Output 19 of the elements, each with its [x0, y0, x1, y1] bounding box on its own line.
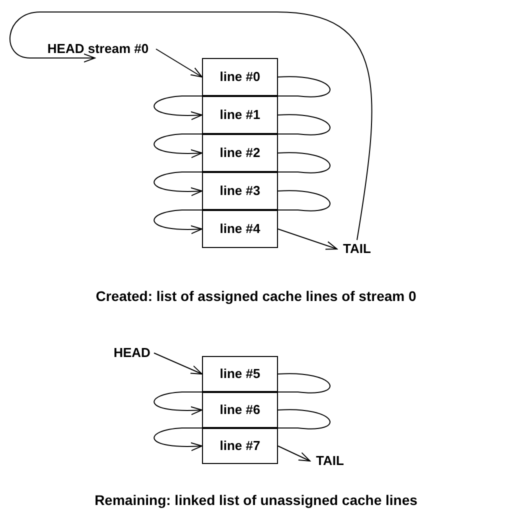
- list-cell: line #7: [202, 428, 278, 464]
- pointer-label: TAIL: [310, 452, 350, 470]
- list-cell: line #1: [202, 96, 278, 134]
- caption: Remaining: linked list of unassigned cache lines: [94, 491, 418, 510]
- pointer-label: HEAD stream #0: [40, 40, 156, 58]
- arrow: [10, 12, 372, 240]
- caption: Created: list of assigned cache lines of stream 0: [94, 287, 418, 306]
- list-cell: line #6: [202, 392, 278, 428]
- pointer-label: HEAD: [110, 344, 154, 362]
- list-cell: line #5: [202, 356, 278, 392]
- arrow: [278, 228, 338, 250]
- list-cell: line #2: [202, 134, 278, 172]
- arrow: [278, 446, 310, 462]
- pointer-label: TAIL: [337, 240, 377, 258]
- arrow: [156, 48, 202, 78]
- list-cell: line #0: [202, 58, 278, 96]
- list-cell: line #4: [202, 210, 278, 248]
- arrow: [154, 352, 202, 374]
- list-cell: line #3: [202, 172, 278, 210]
